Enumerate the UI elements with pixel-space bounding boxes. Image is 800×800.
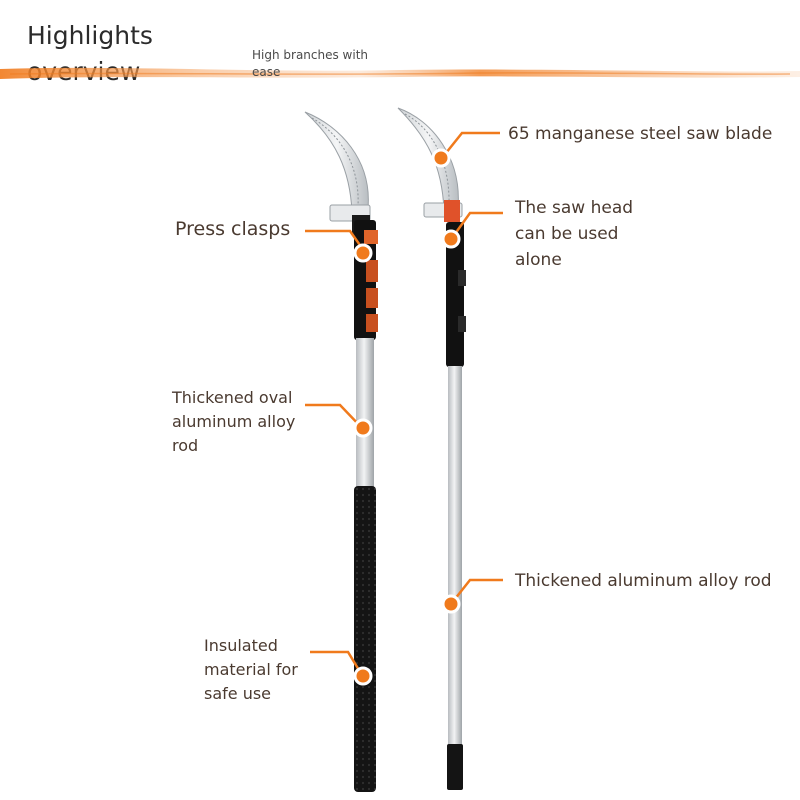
label-oval-rod: Thickened oval aluminum alloy rod xyxy=(172,388,296,455)
label-saw-head: The saw head can be used alone xyxy=(515,198,634,270)
label-blade: 65 manganese steel saw blade xyxy=(508,124,773,144)
callout-markers xyxy=(305,131,503,676)
left-saw-blade xyxy=(304,111,369,213)
marker-press-clasps xyxy=(353,243,373,263)
label-alu-rod: Thickened aluminum alloy rod xyxy=(515,571,772,591)
marker-saw-head xyxy=(441,229,461,249)
label-press-clasps: Press clasps xyxy=(175,218,291,240)
right-pole xyxy=(397,107,466,790)
subtitle: High branches with ease xyxy=(252,48,369,79)
title-line-1: Highlights xyxy=(27,21,153,50)
left-pole xyxy=(304,111,378,792)
marker-blade xyxy=(431,148,451,168)
marker-insulated xyxy=(353,666,373,686)
label-insulated: Insulated material for safe use xyxy=(204,636,298,703)
marker-oval-rod xyxy=(353,418,373,438)
marker-alu-rod xyxy=(441,594,461,614)
orange-brush-stroke xyxy=(0,67,800,79)
